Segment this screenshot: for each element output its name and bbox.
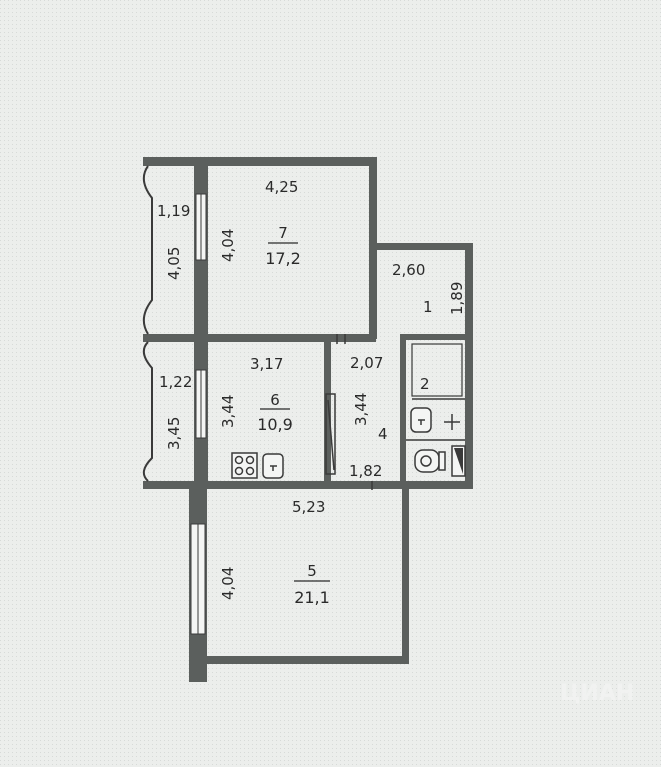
room5-number: 5 [307,562,317,580]
closet [325,393,336,475]
room2-number: 2 [420,375,430,393]
room5-width: 5,23 [292,498,325,516]
windows [190,193,207,635]
room5-length: 4,04 [219,567,237,600]
room4-length: 3,44 [352,393,370,426]
lower-wall [143,481,473,489]
balcony-upper-length: 4,05 [165,247,183,280]
room6-right-wall [324,338,331,486]
bath-left-wall [400,334,406,488]
room4-bottom-width: 1,82 [349,462,382,480]
watermark-text: ЦИАН [560,681,634,706]
balcony-upper-outline [142,165,153,335]
inner-lines [336,334,465,490]
room6-area: 10,9 [257,415,293,434]
room6-width: 3,17 [250,355,283,373]
room5-bottom-wall [189,656,409,664]
balcony-upper-width: 1,19 [157,202,190,220]
room5-area: 21,1 [294,588,330,607]
right-outer-wall [465,243,473,488]
floor-drain-icon [444,414,460,430]
room1-length: 1,89 [448,282,466,315]
room7-width: 4,25 [265,178,298,196]
middle-wall [143,334,376,342]
balcony-lower-width: 1,22 [159,373,192,391]
room6-number: 6 [270,391,280,409]
bathroom-sink-icon [410,407,432,433]
kitchen-sink-icon [262,453,284,479]
top-wall [143,157,376,166]
room7-area: 17,2 [265,249,301,268]
room6-length: 3,44 [219,395,237,428]
room4-width: 2,07 [350,354,383,372]
bathtub-icon [411,343,463,397]
hallway-top-wall [369,243,471,250]
room5-right-wall [402,486,409,664]
room1-number: 1 [423,298,433,316]
room1-width: 2,60 [392,261,425,279]
toilet-icon [414,449,446,473]
stove-icon [231,452,258,479]
room4-number: 4 [378,425,388,443]
balcony-lower-length: 3,45 [165,417,183,450]
room7-length: 4,04 [219,229,237,262]
balcony-outlines [142,165,153,482]
bath-top-wall [400,334,473,340]
room7-number: 7 [278,224,288,242]
water-heater-icon [451,445,466,477]
balcony-lower-outline [142,341,153,482]
